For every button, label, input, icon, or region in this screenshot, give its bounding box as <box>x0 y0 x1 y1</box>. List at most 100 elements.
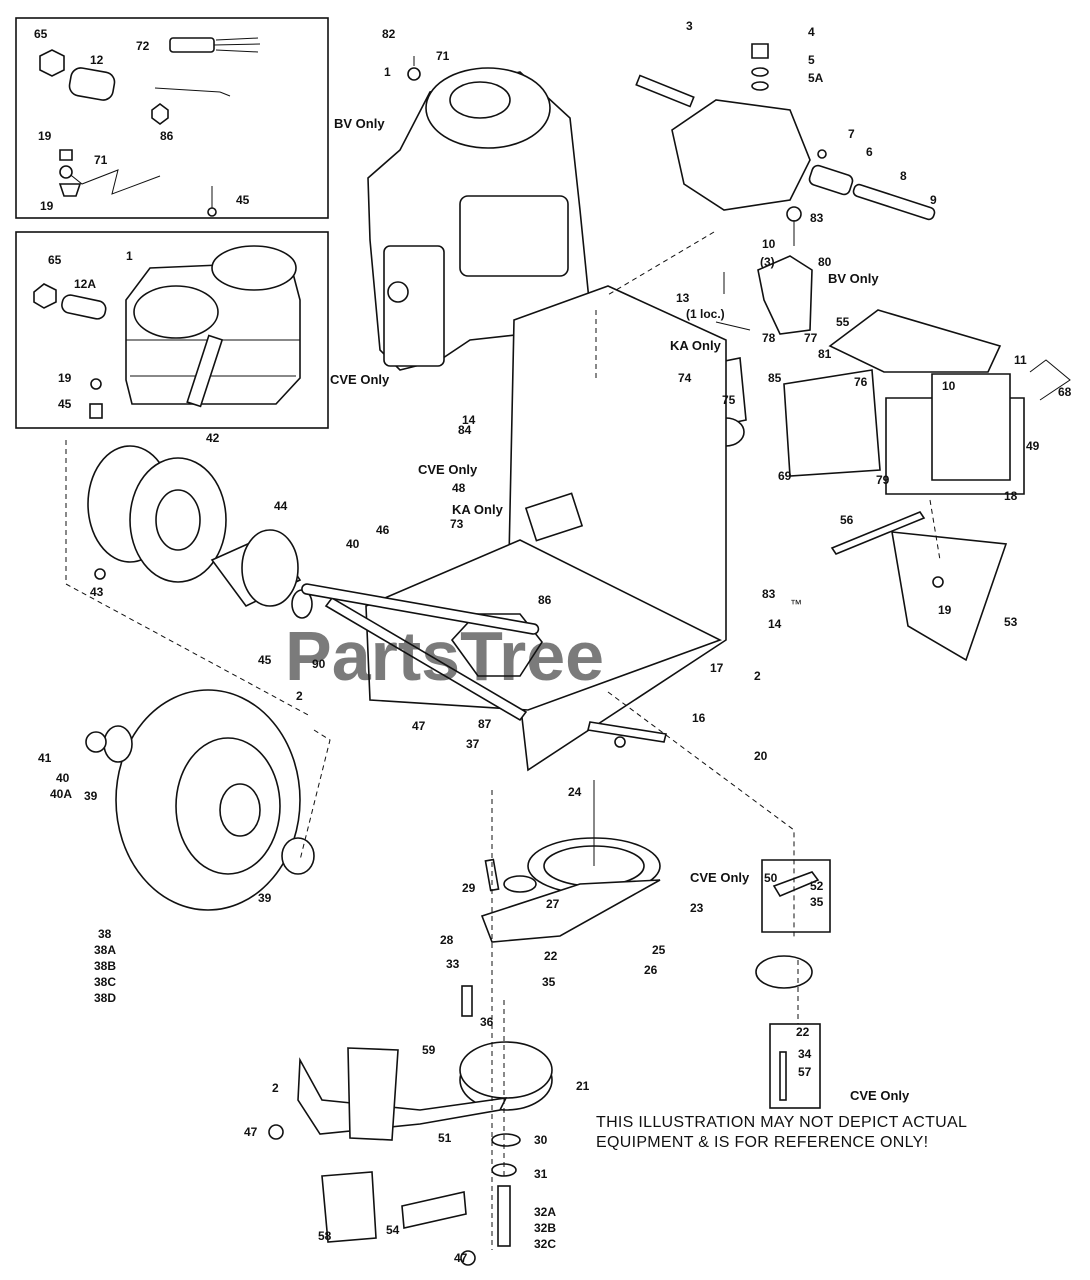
callout-19: 19 <box>58 371 72 385</box>
watermark: PartsTree <box>285 617 604 695</box>
callout-39: 39 <box>258 891 272 905</box>
engine <box>367 56 591 371</box>
callout-75: 75 <box>722 393 736 407</box>
callout-32A: 32A <box>534 1205 556 1219</box>
transmission <box>635 43 936 221</box>
callout-81: 81 <box>818 347 832 361</box>
callout-38B: 38B <box>94 959 116 973</box>
callout-38C: 38C <box>94 975 116 989</box>
callout-38A: 38A <box>94 943 116 957</box>
callout-11: 11 <box>1014 353 1027 367</box>
callout-40A: 40A <box>50 787 72 801</box>
callout-50: 50 <box>764 871 778 885</box>
callout-69: 69 <box>778 469 792 483</box>
callout-76: 76 <box>854 375 868 389</box>
callout-5: 5 <box>808 53 815 67</box>
callout-86: 86 <box>538 593 552 607</box>
callout-20: 20 <box>754 749 768 763</box>
callout-47: 47 <box>244 1125 258 1139</box>
frame <box>324 285 727 772</box>
disclaimer-line-1: THIS ILLUSTRATION MAY NOT DEPICT ACTUAL <box>596 1114 968 1131</box>
callout-59: 59 <box>422 1043 436 1057</box>
callout-18: 18 <box>1004 489 1018 503</box>
callout-84: 84 <box>458 423 472 437</box>
label-cve-only-idler: CVE Only <box>690 870 750 885</box>
callout-13: 13 <box>676 291 690 305</box>
callout-32B: 32B <box>534 1221 556 1235</box>
battery-area <box>669 309 1071 662</box>
callout-74: 74 <box>678 371 692 385</box>
callout-32C: 32C <box>534 1237 556 1251</box>
callout-7: 7 <box>848 127 855 141</box>
note-qty-3: (3) <box>760 255 775 269</box>
callout-9: 9 <box>930 193 937 207</box>
callout-24: 24 <box>568 785 582 799</box>
callout-23: 23 <box>690 901 704 915</box>
callout-30: 30 <box>534 1133 548 1147</box>
callout-34: 34 <box>798 1047 812 1061</box>
callout-19: 19 <box>938 603 952 617</box>
solenoid-bv <box>715 206 813 335</box>
callout-12: 12 <box>90 53 104 67</box>
callout-83: 83 <box>810 211 824 225</box>
disclaimer-line-2: EQUIPMENT & IS FOR REFERENCE ONLY! <box>596 1134 929 1151</box>
callout-38D: 38D <box>94 991 116 1005</box>
callout-6: 6 <box>866 145 873 159</box>
callout-19: 19 <box>40 199 54 213</box>
callout-37: 37 <box>466 737 480 751</box>
callout-71: 71 <box>436 49 450 63</box>
callout-22: 22 <box>796 1025 810 1039</box>
callout-1: 1 <box>384 65 391 79</box>
callout-47: 47 <box>454 1251 468 1265</box>
callout-31: 31 <box>534 1167 548 1181</box>
callout-2: 2 <box>296 689 303 703</box>
callout-14: 14 <box>768 617 782 631</box>
callout-87: 87 <box>478 717 492 731</box>
electric-clutch <box>268 985 553 1266</box>
callout-85: 85 <box>768 371 782 385</box>
label-cve-only-lower: CVE Only <box>850 1088 910 1103</box>
callout-14: 14 <box>462 413 476 427</box>
callout-36: 36 <box>480 1015 494 1029</box>
callout-45: 45 <box>258 653 272 667</box>
label-bv-only-solenoid: BV Only <box>828 271 879 286</box>
callout-numbers: 65 72 12 86 19 71 19 45 1 82 71 1 65 12A… <box>34 19 1072 1265</box>
callout-5A: 5A <box>808 71 824 85</box>
callout-25: 25 <box>652 943 666 957</box>
callout-51: 51 <box>438 1131 452 1145</box>
label-ka-only-bracket: KA Only <box>670 338 722 353</box>
callout-65: 65 <box>34 27 48 41</box>
label-bv-only-box: BV Only <box>334 116 385 131</box>
callout-35: 35 <box>810 895 824 909</box>
bv-only-inset <box>15 17 329 219</box>
assembly-lines <box>65 231 941 1250</box>
callout-27: 27 <box>546 897 560 911</box>
callout-57: 57 <box>798 1065 812 1079</box>
callout-8: 8 <box>900 169 907 183</box>
callout-55: 55 <box>836 315 850 329</box>
callout-86: 86 <box>160 129 174 143</box>
wheel <box>85 689 315 911</box>
callout-39: 39 <box>84 789 98 803</box>
callout-22: 22 <box>544 949 558 963</box>
callout-33: 33 <box>446 957 460 971</box>
callout-53: 53 <box>1004 615 1018 629</box>
callout-58: 58 <box>318 1229 332 1243</box>
callout-47: 47 <box>412 719 426 733</box>
callout-83: 83 <box>762 587 776 601</box>
callout-54: 54 <box>386 1223 400 1237</box>
callout-73: 73 <box>450 517 464 531</box>
label-cve-only-box: CVE Only <box>330 372 390 387</box>
trademark: ™ <box>790 597 802 611</box>
callout-12A: 12A <box>74 277 96 291</box>
pulleys <box>87 445 540 635</box>
callout-4: 4 <box>808 25 815 39</box>
callout-45: 45 <box>236 193 250 207</box>
callout-72: 72 <box>136 39 150 53</box>
callout-19: 19 <box>38 129 52 143</box>
callout-35: 35 <box>542 975 556 989</box>
callout-3: 3 <box>686 19 693 33</box>
callout-28: 28 <box>440 933 454 947</box>
callout-49: 49 <box>1026 439 1040 453</box>
label-ka-only-switch: KA Only <box>452 502 504 517</box>
